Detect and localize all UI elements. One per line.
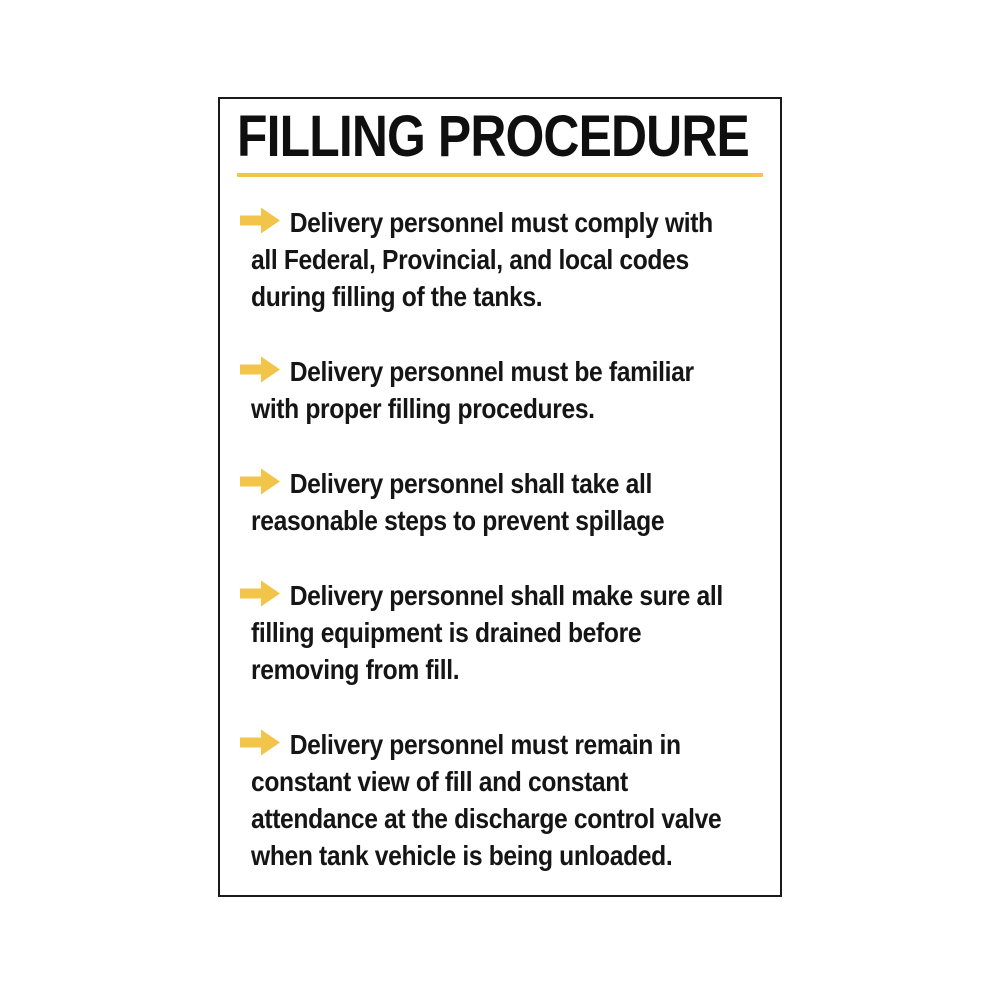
bullet-text: Delivery personnel shall make sure all f… [251,580,723,685]
arrow-right-icon [240,207,280,234]
title-divider-rule [237,173,763,177]
bullet-list: Delivery personnel must comply with all … [237,204,763,874]
arrow-right-icon [240,356,280,383]
arrow-right-icon [240,729,280,756]
list-item: Delivery personnel shall take all reason… [237,465,763,539]
list-item: Delivery personnel must be familiar with… [237,353,763,427]
list-item: Delivery personnel must remain in consta… [237,726,763,874]
filling-procedure-sign: FILLING PROCEDURE Delivery personnel mus… [218,97,782,897]
arrow-right-icon [240,580,280,607]
sign-title-text: FILLING PROCEDURE [237,104,750,169]
list-item: Delivery personnel shall make sure all f… [237,577,763,688]
bullet-text: Delivery personnel shall take all reason… [251,468,665,536]
bullet-text: Delivery personnel must be familiar with… [251,356,694,424]
bullet-text: Delivery personnel must comply with all … [251,207,713,312]
arrow-right-icon [240,468,280,495]
bullet-text: Delivery personnel must remain in consta… [251,729,722,871]
sign-title: FILLING PROCEDURE [237,104,763,169]
list-item: Delivery personnel must comply with all … [237,204,763,315]
